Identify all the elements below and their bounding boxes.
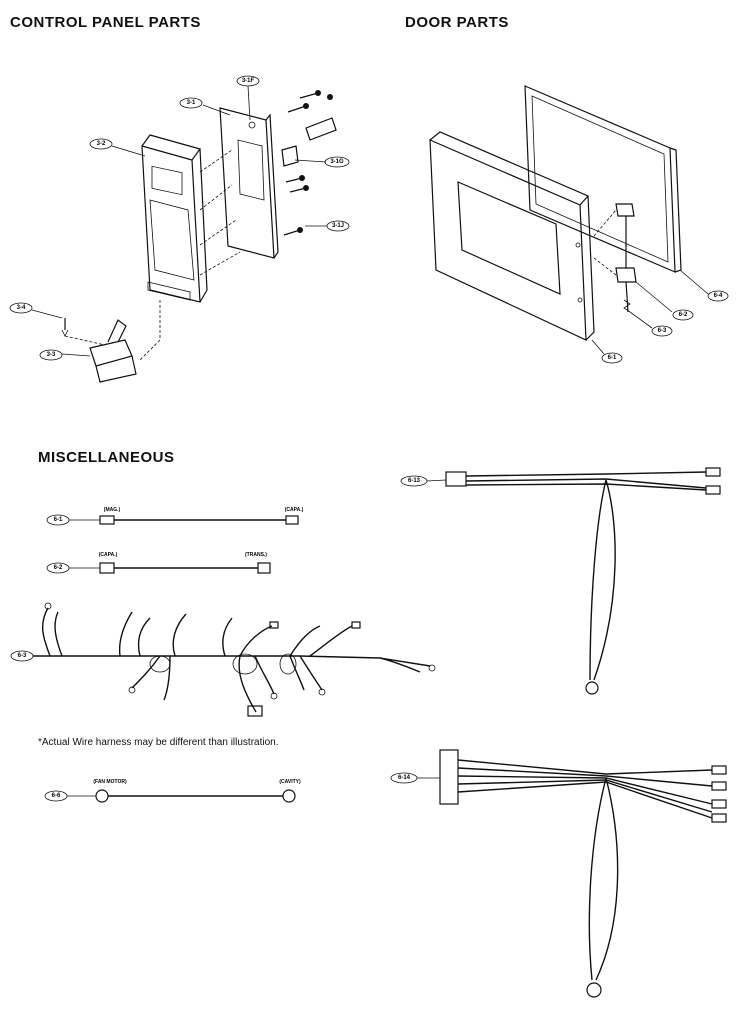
svg-text:(TRANS.): (TRANS.) [245,552,267,558]
callout-3-4: 3-4 [17,305,26,311]
screw-icon [283,227,303,236]
door-front [429,139,587,341]
ring-terminal-icon [428,664,436,672]
control-panel-heading: CONTROL PANEL PARTS [10,14,201,31]
spade-terminal-icon [711,799,727,809]
callout-misc-6-3: 6-3 [18,653,27,659]
callout-door-6-3: 6-3 [658,328,667,334]
wire-6-1: 6-1 (MAG.) (CAPA.) [46,507,304,526]
ring-terminal-icon [585,681,599,695]
callout-3-1j: 3-1J [332,223,344,229]
svg-text:(CAPA.): (CAPA.) [285,507,304,513]
connector-icon [257,562,271,574]
connector-icon [99,515,115,525]
screw-icon [287,103,309,113]
callout-3-3: 3-3 [47,352,56,358]
wire-harness-6-3: 6-3 [10,602,436,717]
spade-terminal-icon [711,813,727,823]
spade-terminal-icon [711,781,727,791]
ring-terminal-icon [128,686,136,694]
ring-terminal-icon [318,688,326,696]
callout-door-6-4: 6-4 [714,293,723,299]
callout-misc-6-2: 6-2 [54,565,63,571]
connector-icon [285,515,299,525]
screw-icon [289,185,309,193]
screw-icon [299,90,321,99]
callout-misc-6-6: 6-6 [52,793,61,799]
connector-icon [445,471,467,487]
connector-icon [439,749,459,805]
door-open-button [89,339,133,367]
ring-terminal-icon [44,602,52,610]
door-latch-upper [615,203,635,217]
wire-harness-6-14: 6-14 [390,749,727,998]
wire-6-6: 6-6 (FAN MOTOR) (CAVITY) [44,779,301,803]
wire-harness-6-13: 6-13 [400,467,721,695]
connector-icon [99,562,115,574]
spade-terminal-icon [351,621,361,629]
callout-misc-6-1: 6-1 [54,517,63,523]
svg-text:(CAPA.): (CAPA.) [99,552,118,558]
miscellaneous-heading: MISCELLANEOUS [38,449,175,466]
ring-terminal-icon [95,789,109,803]
wire-6-2: 6-2 (CAPA.) (TRANS.) [46,552,271,574]
spade-terminal-icon [705,467,721,477]
ring-terminal-icon [270,692,278,700]
door-assembly: 6-1 6-2 6-3 6-4 [429,85,729,364]
svg-text:(CAVITY): (CAVITY) [279,779,301,785]
control-panel-front [141,145,201,303]
callout-3-1f: 3-1F [242,78,255,84]
callout-3-1g: 3-1G [330,159,344,165]
callout-door-6-1: 6-1 [608,355,617,361]
svg-text:(FAN MOTOR): (FAN MOTOR) [93,779,127,785]
door-latch-lower [615,267,637,283]
callout-3-1: 3-1 [187,100,196,106]
callout-misc-6-13: 6-13 [408,478,421,484]
display-window [151,165,183,196]
harness-note: *Actual Wire harness may be different th… [38,737,279,748]
ring-terminal-icon [282,789,296,803]
spade-terminal-icon [705,485,721,495]
spade-terminal-icon [711,765,727,775]
control-panel-assembly: 3-1 3-1F 3-1G 3-1J 3-2 3-3 3-4 [9,75,350,383]
callout-door-6-2: 6-2 [679,312,688,318]
callout-3-2: 3-2 [97,141,106,147]
svg-text:(MAG.): (MAG.) [104,507,121,513]
part-3-1g [305,117,337,141]
circuit-board [219,107,275,259]
connector-icon [247,705,263,717]
callout-misc-6-14: 6-14 [398,775,411,781]
screw-icon [285,175,305,183]
door-window [457,181,561,295]
ring-terminal-icon [586,982,602,998]
door-parts-heading: DOOR PARTS [405,14,509,31]
spade-terminal-icon [269,621,279,629]
